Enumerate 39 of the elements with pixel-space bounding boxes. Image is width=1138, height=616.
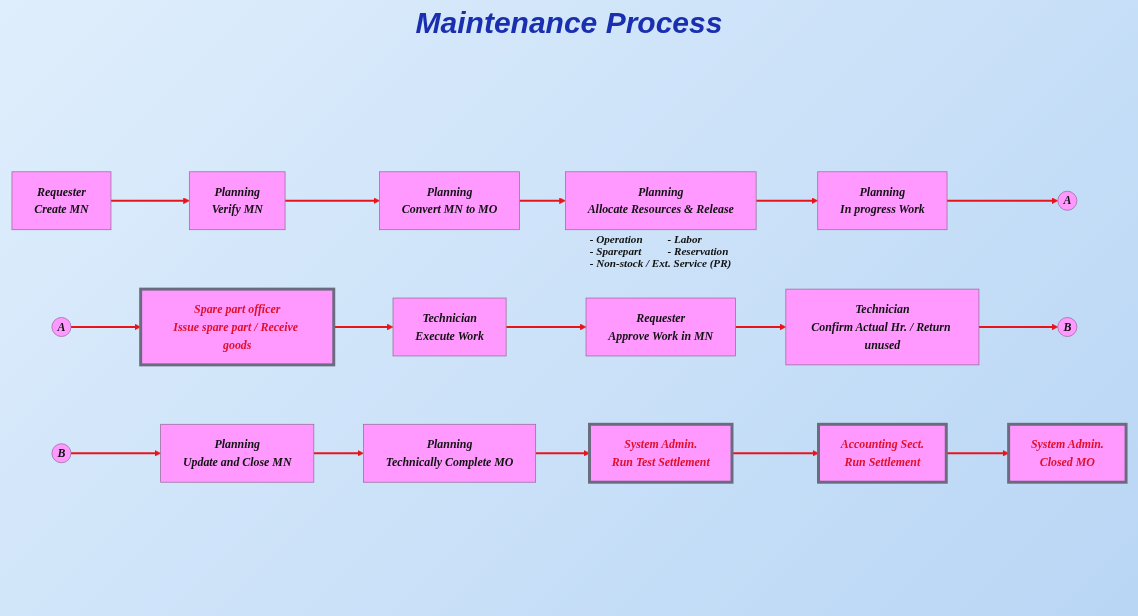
node-box: Technician Execute Work bbox=[392, 297, 507, 357]
arrow bbox=[285, 197, 380, 204]
arrow bbox=[535, 450, 590, 457]
note-text: - Operation bbox=[589, 232, 644, 245]
arrow bbox=[946, 450, 1009, 457]
arrow bbox=[519, 197, 566, 204]
node-box: Planning Convert MN to MO bbox=[379, 171, 520, 231]
node-box: Planning Verify MN bbox=[189, 171, 286, 231]
arrow bbox=[947, 197, 1059, 204]
arrow bbox=[735, 323, 787, 331]
diagram-title: Maintenance Process bbox=[415, 6, 723, 40]
node-box: Planning In progress Work bbox=[817, 171, 948, 231]
arrow bbox=[110, 197, 190, 204]
arrow bbox=[333, 323, 394, 331]
node-circle: B bbox=[1057, 317, 1078, 337]
node-box: Planning Update and Close MN bbox=[160, 423, 315, 483]
note-text: - Sparepart bbox=[589, 244, 643, 257]
node-box: Planning Technically Complete MO bbox=[363, 423, 537, 483]
arrow bbox=[978, 323, 1059, 331]
node-box: Planning Allocate Resources & Release bbox=[565, 171, 757, 231]
arrow bbox=[732, 450, 819, 457]
note-text: - Labor bbox=[667, 232, 703, 245]
arrow bbox=[506, 323, 587, 331]
node-box: Requester Approve Work in MN bbox=[585, 297, 736, 357]
node-box: Technician Confirm Actual Hr. / Return unused bbox=[785, 288, 980, 366]
arrow bbox=[756, 197, 819, 204]
note-text: - Non-stock / Ext. Service (PR) bbox=[589, 256, 732, 269]
note-text: - Reservation bbox=[667, 244, 730, 257]
node-circle: A bbox=[1057, 190, 1078, 211]
node-box: System Admin. Closed MO bbox=[1007, 422, 1128, 484]
node-box: System Admin. Run Test Settlement bbox=[588, 422, 734, 484]
node-circle: B bbox=[51, 443, 72, 464]
node-box: Accounting Sect. Run Settlement bbox=[817, 422, 948, 484]
node-box: Requester Create MN bbox=[11, 171, 112, 231]
node-box: Spare part officer Issue spare part / Receive goods bbox=[139, 287, 336, 367]
node-circle: A bbox=[51, 317, 72, 337]
arrow bbox=[71, 323, 141, 331]
arrow bbox=[313, 450, 364, 457]
arrow bbox=[71, 450, 161, 457]
